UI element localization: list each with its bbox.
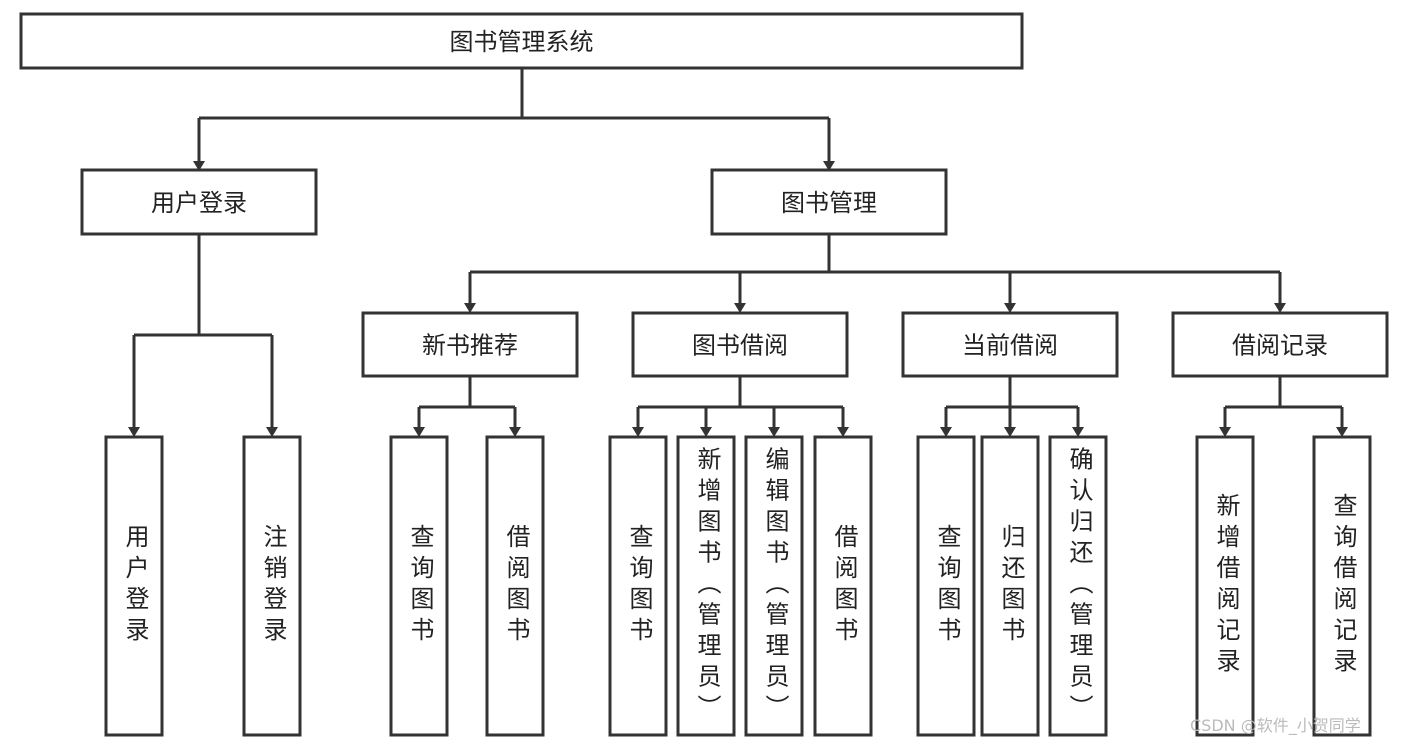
module-0-leaf-1-label: 借阅图书	[502, 524, 530, 648]
root-connector	[199, 68, 829, 120]
root-node-label: 图书管理系统	[450, 28, 594, 56]
user-login-leaf-1-box	[242, 435, 302, 737]
module-node-0-label: 新书推荐	[422, 332, 518, 360]
user-login-leaf-0-box	[104, 435, 164, 737]
module-2-leaf-0-box	[916, 435, 976, 737]
module-0-leaf-0-label: 查询图书	[406, 524, 434, 648]
module-2-leaf-1-box	[980, 435, 1040, 737]
user-login-node-box	[80, 168, 318, 236]
module-1-leaf-3-box	[813, 435, 873, 737]
module-node-2-label: 当前借阅	[962, 332, 1058, 360]
module-3-leaf-1-box	[1312, 435, 1372, 737]
module-3-leaf-0-label: 新增借阅记录	[1212, 493, 1240, 679]
book-management-node-box	[710, 168, 948, 236]
user-login-connector	[134, 234, 272, 337]
module-1-leaf-1-label: 新增图书（管理员）	[693, 447, 721, 726]
module-1-leaf-1-box	[676, 435, 736, 737]
book-management-node-label: 图书管理	[781, 189, 877, 217]
module-0-leaf-1-box	[485, 435, 545, 737]
root-node-box	[19, 12, 1024, 70]
module-node-2-box	[901, 311, 1119, 378]
module-3-leaf-0-box	[1195, 435, 1255, 737]
module-node-1-label: 图书借阅	[692, 332, 788, 360]
module-3-leaf-1-label: 查询借阅记录	[1329, 493, 1357, 679]
module-connector-2	[946, 376, 1078, 409]
module-1-leaf-2-label: 编辑图书（管理员）	[761, 447, 789, 726]
module-1-leaf-3-label: 借阅图书	[830, 524, 858, 648]
user-login-leaf-0-label: 用户登录	[121, 524, 149, 648]
module-2-leaf-1-label: 归还图书	[997, 524, 1025, 648]
module-2-leaf-2-label: 确认归还（管理员）	[1065, 447, 1093, 726]
module-connector-0	[419, 376, 515, 409]
module-node-3-label: 借阅记录	[1232, 332, 1328, 360]
module-connector-3	[1225, 376, 1342, 409]
module-connector-1	[638, 376, 843, 409]
module-1-leaf-2-box	[744, 435, 804, 737]
module-2-leaf-0-label: 查询图书	[933, 524, 961, 648]
module-0-leaf-0-box	[389, 435, 449, 737]
module-node-0-box	[361, 311, 579, 378]
user-login-node-label: 用户登录	[151, 189, 247, 217]
user-login-leaf-1-label: 注销登录	[259, 524, 287, 648]
module-2-leaf-2-box	[1048, 435, 1108, 737]
module-1-leaf-0-label: 查询图书	[625, 524, 653, 648]
module-1-leaf-0-box	[608, 435, 668, 737]
book-management-connector	[470, 234, 1280, 274]
watermark: CSDN @软件_小贺同学	[1190, 716, 1361, 735]
